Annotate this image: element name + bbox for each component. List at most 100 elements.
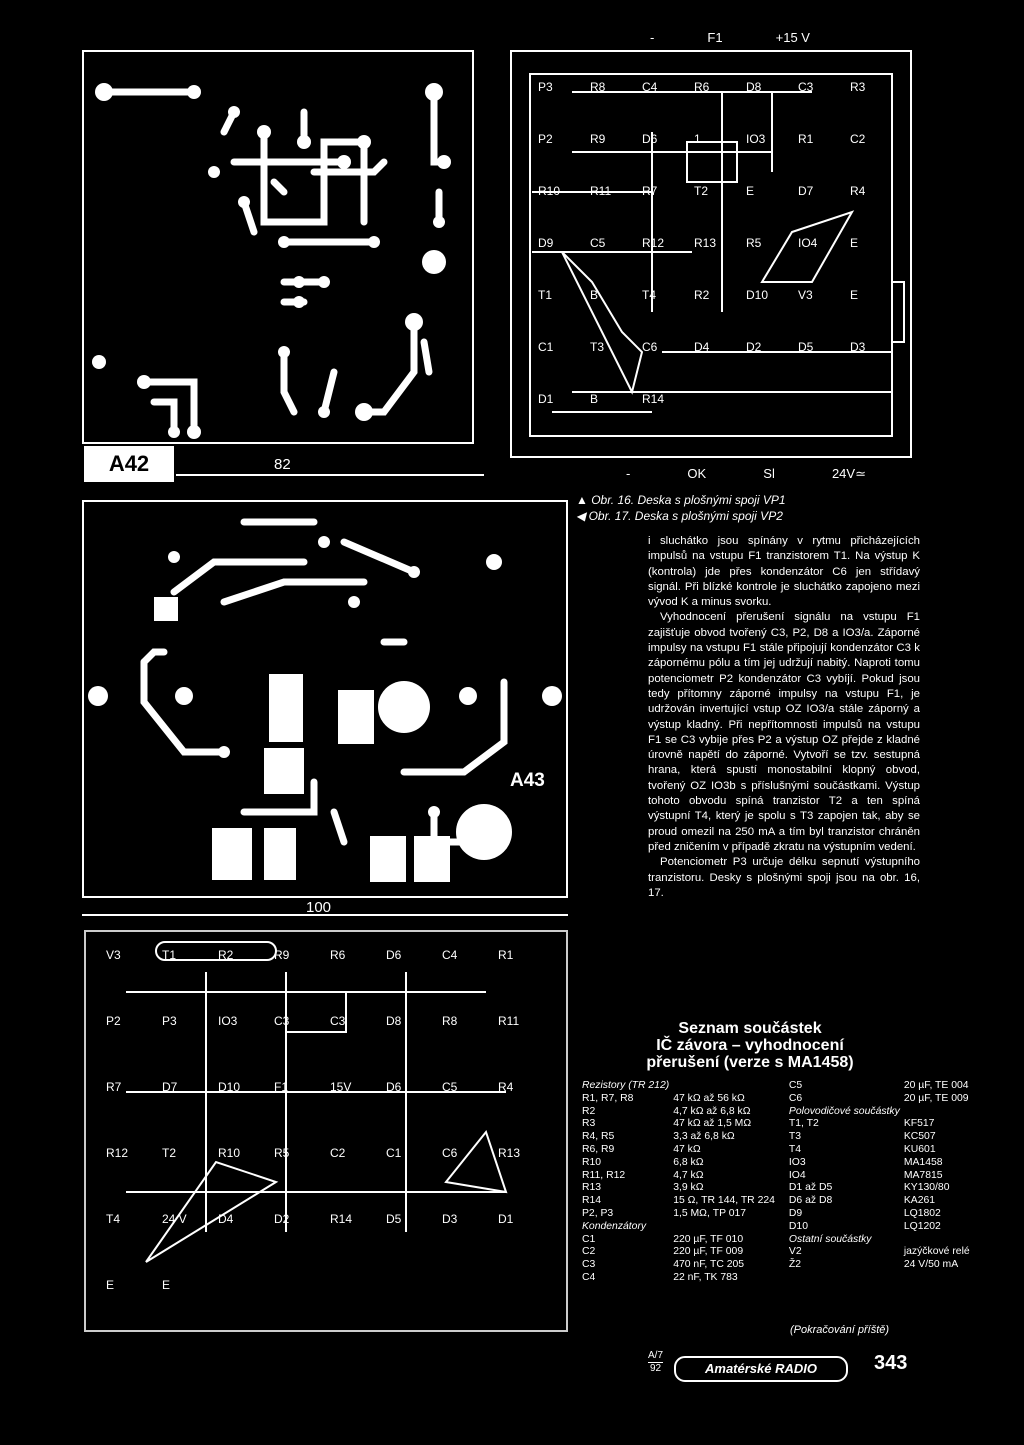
parts-cell: P2, P3: [582, 1207, 614, 1219]
schematic-part-label: D1: [498, 1212, 514, 1226]
parts-cell: R4, R5: [582, 1131, 615, 1143]
schematic-part-label: D3: [442, 1212, 458, 1226]
parts-list-title-line: Seznam součástek: [678, 1020, 822, 1037]
schematic-part-label: P3: [538, 80, 553, 94]
magazine-name: Amatérské RADIO: [705, 1361, 817, 1376]
schematic-part-label: IO3: [746, 132, 766, 146]
parts-cell: [673, 1221, 779, 1234]
schematic-part-label: T2: [162, 1146, 177, 1160]
issue-number: A/7 92: [648, 1350, 664, 1375]
schematic-part-label: R12: [642, 236, 665, 250]
page-number: 343: [874, 1352, 908, 1374]
schematic-part-label: P3: [162, 1014, 177, 1028]
schematic-part-label: D8: [386, 1014, 402, 1028]
parts-cell: R6, R9: [582, 1143, 615, 1155]
schematic-part-label: R8: [590, 80, 606, 94]
schematic-part-label: R4: [498, 1080, 514, 1094]
parts-cell: R13: [582, 1182, 602, 1194]
caption-fig17: ◀ Obr. 17. Deska s plošnými spoji VP2: [576, 509, 783, 523]
magazine-logo: Amatérské RADIO: [674, 1356, 848, 1382]
parts-cell: 20 µF, TE 009: [903, 1092, 969, 1104]
schematic-part-label: B: [590, 288, 599, 302]
schematic-part-label: D5: [798, 340, 814, 354]
bottom-label-minus: -: [626, 466, 631, 481]
schematic-vp1-top-labels: - F1 +15 V: [650, 30, 810, 45]
schematic-part-label: D4: [218, 1212, 234, 1226]
schematic-part-label: IO4: [798, 236, 818, 250]
schematic-part-label: R1: [498, 948, 514, 962]
parts-cell: D1 až D5: [788, 1182, 833, 1194]
schematic-part-label: E: [746, 184, 755, 198]
schematic-part-label: E: [106, 1278, 115, 1292]
parts-list-title: Seznam součástek IČ závora – vyhodnocení…: [580, 1020, 920, 1071]
schematic-part-label: D6: [386, 948, 402, 962]
parts-list-title-line: IČ závora – vyhodnocení: [656, 1037, 844, 1054]
parts-cell: 3,3 až 6,8 kΩ: [673, 1131, 735, 1143]
schematic-part-label: R14: [642, 392, 665, 406]
parts-cell: 15 Ω, TR 144, TR 224: [673, 1195, 775, 1207]
schematic-part-label: D6: [386, 1080, 402, 1094]
parts-cell: R14: [582, 1195, 602, 1207]
pcb-a43-dimension-line: [82, 914, 568, 916]
schematic-part-label: C3: [330, 1014, 346, 1028]
pcb-a42-dimension: 82: [274, 456, 291, 473]
parts-cell: V2: [788, 1246, 802, 1258]
schematic-part-label: R7: [106, 1080, 122, 1094]
parts-cell: Ostatní součástky: [788, 1233, 872, 1245]
parts-cell: C5: [788, 1080, 803, 1091]
parts-cell: 4,7 kΩ až 6,8 kΩ: [673, 1105, 751, 1117]
caption-fig16: ▲ Obr. 16. Deska s plošnými spoji VP1: [576, 493, 786, 507]
schematic-part-label: R6: [330, 948, 346, 962]
parts-cell: D9: [788, 1207, 803, 1219]
schematic-part-label: 15V: [330, 1080, 352, 1094]
schematic-part-label: R10: [218, 1146, 241, 1160]
issue-year: 92: [649, 1363, 662, 1374]
schematic-part-label: T1: [162, 948, 177, 962]
parts-cell: C1: [582, 1233, 596, 1245]
parts-cell: [904, 1234, 974, 1247]
parts-cell: Kondenzátory: [582, 1220, 647, 1232]
parts-cell: T1, T2: [788, 1118, 819, 1130]
schematic-part-label: 1: [694, 132, 701, 146]
article-body: i sluchátko jsou spínány v rytmu přicház…: [648, 534, 920, 901]
schematic-part-label: E: [850, 236, 859, 250]
parts-cell: R11, R12: [582, 1169, 626, 1181]
parts-cell: 1,5 MΩ, TP 017: [673, 1207, 747, 1219]
schematic-part-label: R3: [850, 80, 866, 94]
schematic-part-label: R5: [746, 236, 762, 250]
parts-cell: 22 nF, TK 783: [673, 1271, 738, 1283]
parts-cell: LQ1802: [903, 1207, 941, 1219]
issue-label: A/7: [648, 1350, 664, 1363]
article-paragraph: Potenciometr P3 určuje délku sepnutí výs…: [648, 856, 920, 899]
schematic-part-label: F1: [274, 1080, 289, 1094]
schematic-part-label: C1: [386, 1146, 402, 1160]
schematic-part-label: D1: [538, 392, 554, 406]
parts-cell: KY130/80: [903, 1182, 950, 1194]
pcb-a43-traces: [88, 518, 562, 882]
bottom-label-24v: 24V≃: [831, 466, 866, 481]
bottom-label-sl: Sl: [763, 466, 775, 481]
top-label-15v: +15 V: [775, 30, 810, 45]
parts-cell: R1, R7, R8: [582, 1092, 634, 1104]
schematic-part-label: R9: [274, 948, 290, 962]
article-paragraph: Vyhodnocení přerušení signálu na vstupu …: [648, 611, 920, 853]
schematic-vp1-drawing: [529, 73, 905, 437]
parts-cell: 47 kΩ: [673, 1143, 701, 1155]
schematic-part-label: D10: [746, 288, 769, 302]
schematic-part-label: R10: [538, 184, 561, 198]
parts-cell: LQ1202: [903, 1220, 941, 1232]
pcb-a43-dimension: 100: [306, 899, 332, 916]
parts-cell: 20 µF, TE 004: [903, 1080, 969, 1091]
parts-cell: [904, 1272, 974, 1285]
parts-cell: C6: [788, 1092, 803, 1104]
schematic-part-label: C6: [442, 1146, 458, 1160]
schematic-part-label: C1: [538, 340, 554, 354]
schematic-part-label: T3: [590, 340, 605, 354]
